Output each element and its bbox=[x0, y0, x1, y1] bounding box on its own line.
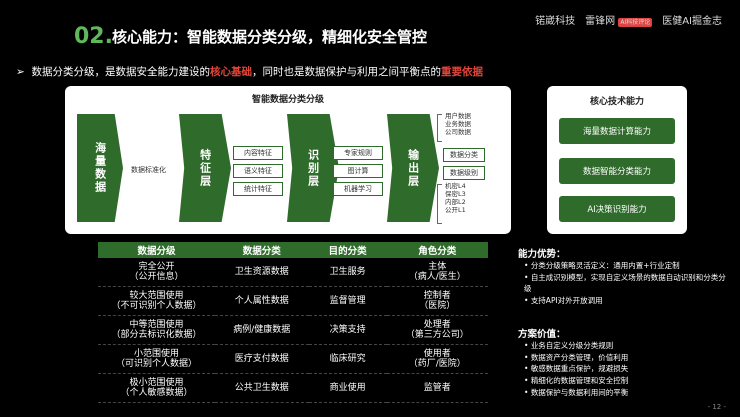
table-row: 完全公开 （公开信息）卫生资源数据卫生服务主体 （病人/医生） bbox=[98, 258, 488, 287]
list-item: 数据保护与数据利用间的平衡 bbox=[524, 387, 733, 399]
page-title: 核心能力：智能数据分类分级，精细化安全管控 bbox=[112, 28, 428, 46]
table-cell: 中等范围使用 （部分去标识化数据） bbox=[98, 315, 215, 345]
advantages-title: 能力优势： bbox=[518, 249, 566, 260]
table-cell: 决策支持 bbox=[308, 315, 387, 345]
feature-content: 内容特征 bbox=[233, 146, 283, 160]
feature-semantic: 语义特征 bbox=[233, 164, 283, 178]
method-ml: 机器学习 bbox=[333, 182, 383, 196]
list-item: 业务自定义分级分类规则 bbox=[524, 340, 733, 352]
feature-statistic: 统计特征 bbox=[233, 182, 283, 196]
table-cell: 完全公开 （公开信息） bbox=[98, 258, 215, 287]
table-cell: 小范围使用 （可识别个人数据） bbox=[98, 344, 215, 374]
table-cell: 较大范围使用 （不可识别个人数据） bbox=[98, 286, 215, 316]
table-cell: 卫生服务 bbox=[308, 258, 387, 287]
table-cell: 公共卫生数据 bbox=[215, 373, 309, 403]
stage-output-layer: 输出层 bbox=[387, 114, 439, 222]
output-class: 数据分类 bbox=[443, 148, 485, 162]
method-expert-rules: 专家规则 bbox=[333, 146, 383, 160]
stage-recognition-layer: 识别层 bbox=[287, 114, 339, 222]
col-header-grade: 数据分级 bbox=[98, 242, 215, 258]
tech-panel-title: 核心技术能力 bbox=[589, 97, 644, 107]
method-graph: 图计算 bbox=[333, 164, 383, 178]
subtitle: ➢ 数据分类分级，是数据安全能力建设的核心基础，同时也是数据保护与利用之间平衡点… bbox=[16, 66, 483, 78]
page-number: - 12 - bbox=[707, 403, 726, 411]
col-header-category: 数据分类 bbox=[215, 242, 309, 258]
output-level: 数据级别 bbox=[443, 166, 485, 180]
table-cell: 处理者 （第三方公司） bbox=[386, 315, 488, 345]
tech-item-ai: AI决策识别能力 bbox=[559, 196, 675, 222]
logo-leiphone: 雷锋网 AI科技评论 bbox=[585, 16, 653, 27]
logo-bar: 锘崴科技 雷锋网 AI科技评论 医健AI掘金志 bbox=[535, 12, 722, 27]
tech-item-compute: 海量数据计算能力 bbox=[559, 118, 675, 144]
table-row: 小范围使用 （可识别个人数据）医疗支付数据临床研究使用者 （药厂/医院） bbox=[98, 344, 488, 374]
table-cell: 病例/健康数据 bbox=[215, 315, 309, 345]
col-header-role: 角色分类 bbox=[386, 242, 488, 258]
bracket-levels bbox=[437, 184, 442, 224]
table-cell: 使用者 （药厂/医院） bbox=[386, 344, 488, 374]
table-cell: 监管者 bbox=[386, 373, 488, 403]
table-cell: 医疗支付数据 bbox=[215, 344, 309, 374]
list-item: 自主成识别模型，实现自定义场景的数据自动识别和分类分级 bbox=[524, 272, 733, 295]
tech-item-classify: 数据智能分类能力 bbox=[559, 158, 675, 184]
col-header-purpose: 目的分类 bbox=[308, 242, 387, 258]
levels-list: 机密L4 保密L3 内部L2 公开L1 bbox=[445, 182, 466, 215]
list-item: 数据资产分类管理，价值利用 bbox=[524, 352, 733, 364]
table-cell: 商业使用 bbox=[308, 373, 387, 403]
table-cell: 极小范围使用 （个人敏感数据） bbox=[98, 373, 215, 403]
table-row: 较大范围使用 （不可识别个人数据）个人属性数据监督管理控制者 （医院） bbox=[98, 286, 488, 316]
advantages-section: 能力优势： 分类分级策略灵活定义：通用内置+行业定制自主成识别模型，实现自定义场… bbox=[518, 246, 733, 307]
classification-table: 数据分级 数据分类 目的分类 角色分类 完全公开 （公开信息）卫生资源数据卫生服… bbox=[98, 242, 488, 403]
diagram-title: 智能数据分类分级 bbox=[251, 95, 324, 105]
list-item: 分类分级策略灵活定义：通用内置+行业定制 bbox=[524, 260, 733, 272]
table-cell: 卫生资源数据 bbox=[215, 258, 309, 287]
bracket-types bbox=[437, 114, 442, 142]
table-cell: 主体 （病人/医生） bbox=[386, 258, 488, 287]
table-cell: 控制者 （医院） bbox=[386, 286, 488, 316]
table-cell: 个人属性数据 bbox=[215, 286, 309, 316]
data-types-list: 用户数据 业务数据 公司数据 bbox=[445, 112, 471, 137]
tech-panel: 核心技术能力 海量数据计算能力 数据智能分类能力 AI决策识别能力 bbox=[547, 86, 687, 234]
logo-yijian: 医健AI掘金志 bbox=[662, 16, 722, 27]
stage-massive-data: 海量数据 bbox=[77, 114, 123, 222]
classification-diagram: 智能数据分类分级 海量数据 数据标准化 特征层 内容特征 语义特征 统计特征 识… bbox=[65, 86, 511, 234]
table-cell: 临床研究 bbox=[308, 344, 387, 374]
table-row: 中等范围使用 （部分去标识化数据）病例/健康数据决策支持处理者 （第三方公司） bbox=[98, 315, 488, 345]
table-row: 极小范围使用 （个人敏感数据）公共卫生数据商业使用监管者 bbox=[98, 373, 488, 403]
list-item: 精细化的数据管理和安全控制 bbox=[524, 375, 733, 387]
logo-nuowei: 锘崴科技 bbox=[535, 16, 576, 27]
standardize-label: 数据标准化 bbox=[131, 166, 166, 174]
list-item: 敏感数据重点保护，规避损失 bbox=[524, 363, 733, 375]
list-item: 支持API对外开放调用 bbox=[524, 295, 733, 307]
section-number: 02. bbox=[74, 24, 113, 49]
value-title: 方案价值： bbox=[518, 329, 566, 340]
value-section: 方案价值： 业务自定义分级分类规则数据资产分类管理，价值利用敏感数据重点保护，规… bbox=[518, 326, 733, 398]
table-cell: 监督管理 bbox=[308, 286, 387, 316]
stage-feature-layer: 特征层 bbox=[179, 114, 231, 222]
